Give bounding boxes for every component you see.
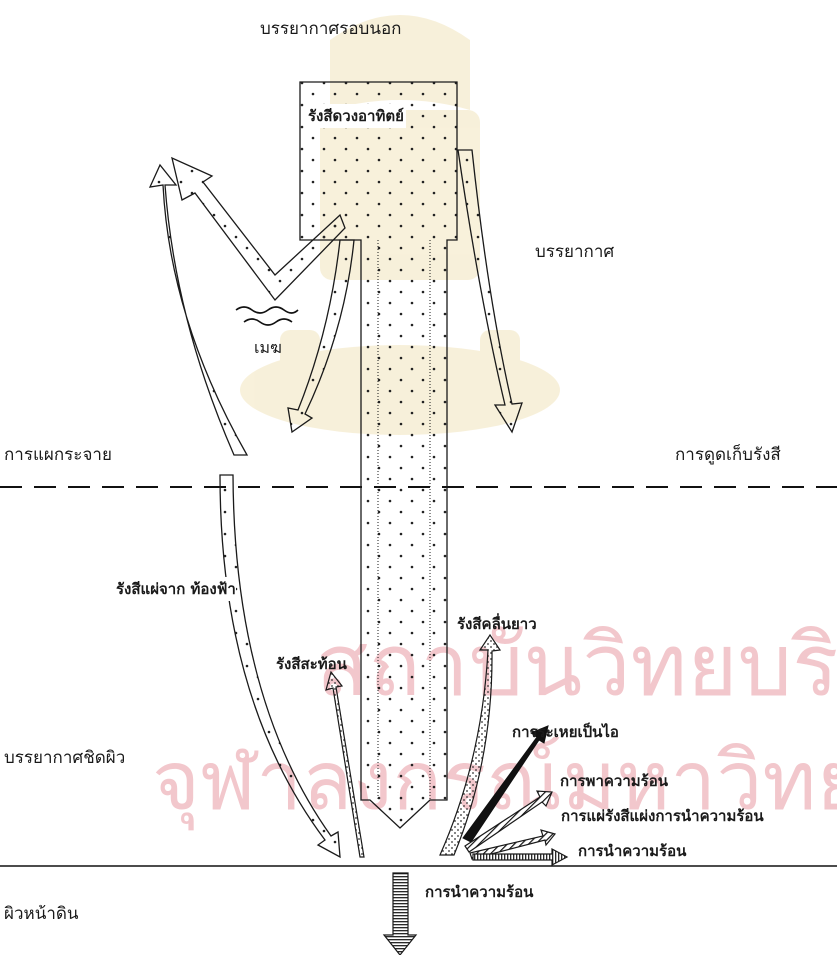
conduction-air-label: การนำความร้อน	[578, 839, 686, 863]
reflected-radiation-label: รังสีสะท้อน	[276, 652, 347, 676]
outer-atmosphere-label: บรรยากาศรอบนอก	[260, 15, 401, 42]
cloud-label: เมฆ	[254, 336, 282, 361]
conduction-ground-arrow	[384, 873, 416, 955]
longwave-radiation-label: รังสีคลื่นยาว	[457, 612, 537, 636]
atmosphere-label: บรรยากาศ	[535, 238, 614, 265]
absorption-label: การดูดเก็บรังสี	[675, 441, 781, 468]
absorbed-radiation-arrow	[458, 150, 522, 432]
solar-radiation-label: รังสีดวงอาทิตย์	[306, 104, 406, 128]
cloud-icon	[236, 307, 298, 325]
longwave-radiation-arrow	[440, 635, 500, 855]
scattered-to-space-arrow	[150, 165, 247, 455]
reflected-radiation-arrow	[326, 672, 364, 857]
conduction-ground-label: การนำความร้อน	[425, 880, 533, 904]
radiation-conduction-label: การแผ่รังสีแผ่งการนำความร้อน	[561, 804, 764, 828]
evaporation-label: การระเหยเป็นไอ	[512, 720, 619, 744]
surface-atmosphere-label: บรรยากาศชิดผิว	[4, 744, 125, 771]
solar-radiation-beam	[285, 82, 457, 828]
scattering-label: การแผกระจาย	[4, 441, 112, 468]
sky-radiation-label: รังสีแผ่จาก ท้องฟ้า	[116, 577, 236, 601]
convection-label: การพาความร้อน	[560, 769, 668, 793]
ground-surface-label: ผิวหน้าดิน	[4, 900, 79, 927]
